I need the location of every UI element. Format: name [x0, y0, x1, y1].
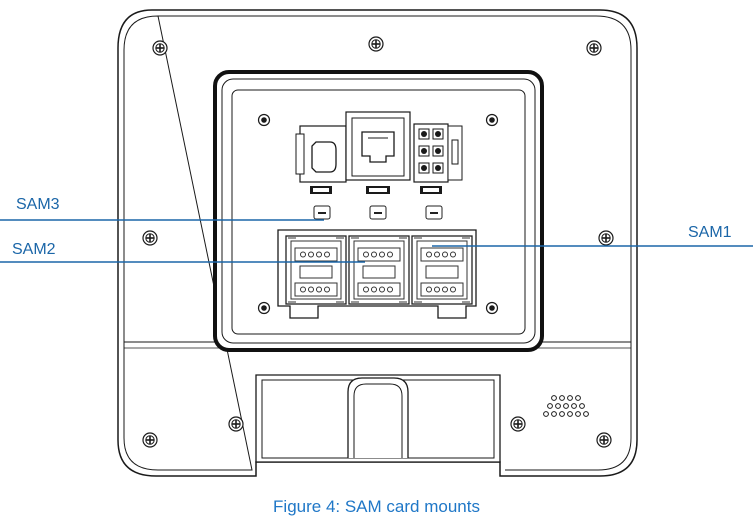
speaker-grille-icon	[543, 395, 589, 417]
stand	[255, 374, 501, 463]
label-sam2: SAM2	[12, 241, 56, 258]
figure-caption: Figure 4: SAM card mounts	[273, 497, 480, 516]
sim-card-slot-icon	[277, 229, 477, 319]
label-sam1: SAM1	[688, 224, 732, 241]
label-sam3: SAM3	[16, 196, 60, 213]
ethernet-port-icon	[345, 111, 411, 194]
multi-pin-connector-icon	[413, 123, 463, 194]
callout-lines	[0, 219, 753, 263]
usb-port-icon	[295, 125, 347, 194]
